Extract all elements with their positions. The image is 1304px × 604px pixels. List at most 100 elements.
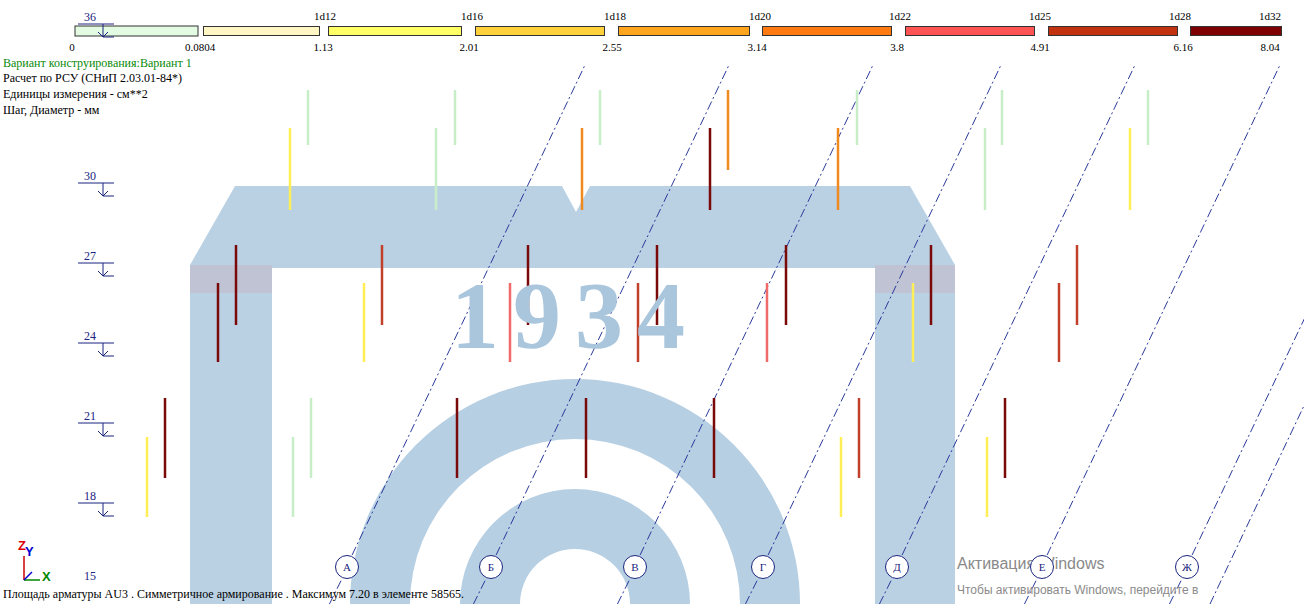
level-mark bbox=[78, 24, 114, 37]
level-mark bbox=[78, 183, 114, 196]
level-label: 24 bbox=[84, 330, 96, 342]
level-mark bbox=[78, 263, 114, 276]
grid-axis-line bbox=[745, 579, 757, 604]
rebar-line bbox=[435, 128, 438, 210]
level-label: 18 bbox=[84, 490, 96, 502]
level-mark bbox=[78, 343, 114, 356]
legend-label: 1d12 bbox=[314, 11, 336, 22]
grid-axis-lines bbox=[329, 65, 1304, 604]
axis-letter: Г bbox=[760, 562, 766, 573]
grid-axis-line bbox=[473, 579, 485, 604]
rebar-line bbox=[585, 398, 588, 478]
rebar-line bbox=[307, 90, 310, 145]
axis-letter: Е bbox=[1039, 562, 1046, 573]
rebar-line bbox=[292, 437, 295, 517]
axis-letter: А bbox=[343, 562, 351, 573]
rebar-line bbox=[840, 437, 843, 517]
grid-axis-marker: Б bbox=[479, 555, 503, 579]
rebar-line bbox=[858, 398, 861, 478]
rebar-line bbox=[856, 90, 859, 145]
scale-value: 8.04 bbox=[1260, 42, 1279, 53]
scale-value: 3.8 bbox=[890, 42, 904, 53]
grid-axis-line bbox=[1210, 65, 1304, 604]
rebar-line bbox=[456, 398, 459, 478]
legend-swatch bbox=[1190, 26, 1282, 36]
axis-letter: Д bbox=[893, 562, 901, 573]
grid-axis-marker: Г bbox=[751, 555, 775, 579]
rebar-line bbox=[1147, 90, 1150, 145]
grid-axis-marker: Е bbox=[1030, 555, 1054, 579]
grid-axis-marker: Ж bbox=[1175, 555, 1199, 579]
axis-letter: Ж bbox=[1182, 562, 1192, 573]
level-label: 36 bbox=[84, 11, 96, 23]
legend-label: 1d20 bbox=[749, 11, 771, 22]
legend-label: 1d16 bbox=[461, 11, 483, 22]
info-line: Шаг, Диаметр - мм bbox=[3, 104, 99, 116]
grid-axis-line bbox=[879, 579, 891, 604]
grid-axis-line bbox=[768, 65, 1001, 555]
scale-value: 0 bbox=[69, 42, 75, 53]
legend-swatch bbox=[618, 26, 750, 36]
rebar-line bbox=[912, 283, 915, 362]
scale-value: 1.13 bbox=[313, 42, 332, 53]
info-line: Расчет по РСУ (СНиП 2.03.01-84*) bbox=[3, 72, 182, 84]
rebar-line bbox=[727, 90, 730, 170]
reinforcement-bars bbox=[147, 90, 1148, 517]
legend-swatch bbox=[475, 26, 605, 36]
grid-axis-line bbox=[1192, 65, 1304, 555]
rebar-line bbox=[984, 128, 987, 210]
rebar-line bbox=[1001, 90, 1004, 145]
scale-value: 6.16 bbox=[1173, 42, 1192, 53]
level-label: 15 bbox=[84, 570, 96, 582]
rebar-line bbox=[986, 437, 989, 517]
scale-value: 0.0804 bbox=[185, 42, 215, 53]
scale-value: 2.55 bbox=[602, 42, 621, 53]
legend-swatch bbox=[328, 26, 462, 36]
rebar-line bbox=[713, 398, 716, 478]
status-line: Площадь арматуры AU3 . Симметричное арми… bbox=[3, 588, 464, 600]
scale-value: 2.01 bbox=[459, 42, 478, 53]
axis-letter: X bbox=[42, 570, 51, 583]
rebar-line bbox=[930, 245, 933, 325]
grid-axis-marker: Д bbox=[885, 555, 909, 579]
rebar-line bbox=[709, 128, 712, 210]
legend-swatch bbox=[203, 26, 320, 36]
legend-label: 1d25 bbox=[1029, 11, 1051, 22]
level-label: 30 bbox=[84, 170, 96, 182]
rebar-line bbox=[766, 283, 769, 362]
axis-letter: В bbox=[631, 562, 638, 573]
legend-zero-band bbox=[75, 26, 198, 36]
rebar-line bbox=[785, 245, 788, 325]
info-line: Единицы измерения - см**2 bbox=[3, 88, 148, 100]
rebar-line bbox=[363, 283, 366, 362]
legend-swatch bbox=[762, 26, 892, 36]
rebar-line bbox=[1004, 398, 1007, 478]
system-notice: Чтобы активировать Windows, перейдите в bbox=[957, 584, 1198, 596]
level-label: 21 bbox=[84, 410, 96, 422]
rebar-line bbox=[1129, 128, 1132, 210]
info-line: Вариант конструирования:Вариант 1 bbox=[3, 57, 192, 69]
legend-swatch bbox=[905, 26, 1035, 36]
rebar-line bbox=[454, 90, 457, 145]
legend-label: 1d28 bbox=[1169, 11, 1191, 22]
rebar-line bbox=[381, 245, 384, 325]
rebar-line bbox=[1076, 245, 1079, 325]
axis-letter: Z bbox=[18, 539, 26, 552]
rebar-line bbox=[164, 398, 167, 478]
scale-value: 3.14 bbox=[747, 42, 766, 53]
axis-letter: Б bbox=[488, 562, 494, 573]
rebar-line bbox=[217, 283, 220, 362]
rebar-line bbox=[146, 437, 149, 517]
rebar-line bbox=[1058, 283, 1061, 362]
rebar-line bbox=[310, 398, 313, 478]
rebar-line bbox=[289, 128, 292, 210]
watermark: 1934 bbox=[451, 268, 699, 364]
grid-axis-line bbox=[902, 65, 1135, 555]
rebar-line bbox=[235, 245, 238, 325]
rebar-line bbox=[599, 90, 602, 145]
axis-triad bbox=[24, 556, 40, 580]
level-label: 27 bbox=[84, 250, 96, 262]
legend-label: 1d32 bbox=[1259, 11, 1281, 22]
rebar-line bbox=[581, 128, 584, 210]
legend-label: 1d18 bbox=[604, 11, 626, 22]
